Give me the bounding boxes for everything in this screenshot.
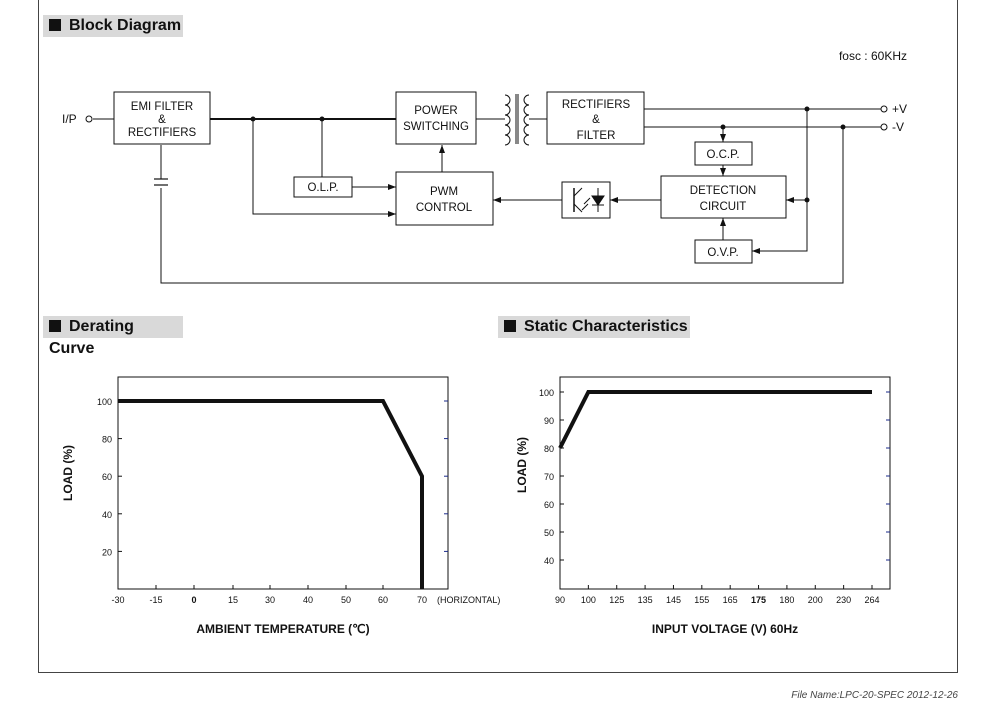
x-tick-label: 125 xyxy=(609,595,624,605)
y-tick-label: 80 xyxy=(102,435,112,445)
input-label: I/P xyxy=(62,112,77,126)
ovp-box xyxy=(694,239,753,264)
detection-label-2: CIRCUIT xyxy=(700,201,747,213)
y-tick-label: 60 xyxy=(102,472,112,482)
power-switching-box xyxy=(395,91,477,145)
emi-label-1: EMI FILTER xyxy=(131,101,193,113)
y-tick-label: 100 xyxy=(97,397,112,407)
x-tick-label: 50 xyxy=(341,595,351,605)
y-tick-label: 20 xyxy=(102,547,112,557)
x-tick-label: 264 xyxy=(864,595,879,605)
series-line xyxy=(558,390,872,449)
y-axis-label: LOAD (%) xyxy=(61,445,75,501)
square-bullet-icon xyxy=(49,320,61,332)
rectifiers-filter-box xyxy=(546,91,645,145)
y-axis-label: LOAD (%) xyxy=(515,437,529,493)
pwm-label-2: CONTROL xyxy=(416,202,473,214)
x-tick-label: 0 xyxy=(191,595,196,605)
series-line xyxy=(118,399,424,589)
olp-label: O.L.P. xyxy=(307,182,338,194)
rect-label-2: & xyxy=(592,114,600,126)
x-tick-label: 135 xyxy=(638,595,653,605)
ocp-box xyxy=(694,141,753,166)
x-tick-label: 40 xyxy=(303,595,313,605)
x-tick-label: 15 xyxy=(228,595,238,605)
section-title: Derating Curve xyxy=(49,318,134,357)
x-tick-label: 100 xyxy=(581,595,596,605)
section-title: Block Diagram xyxy=(69,17,182,34)
square-bullet-icon xyxy=(49,19,61,31)
x-tick-label: 200 xyxy=(808,595,823,605)
x-tick-label: 165 xyxy=(723,595,738,605)
page-frame xyxy=(38,0,958,673)
y-tick-label: 60 xyxy=(544,500,554,510)
section-title: Static Characteristics xyxy=(524,318,688,335)
rect-label-1: RECTIFIERS xyxy=(562,99,631,111)
emi-label-3: RECTIFIERS xyxy=(128,127,197,139)
x-axis-label: INPUT VOLTAGE (V) 60Hz xyxy=(652,622,798,636)
fosc-label: fosc : 60KHz xyxy=(839,49,907,63)
x-tick-label: 145 xyxy=(666,595,681,605)
emi-filter-box xyxy=(113,91,211,145)
x-tick-label: 230 xyxy=(836,595,851,605)
y-tick-label: 40 xyxy=(544,556,554,566)
ocp-label: O.C.P. xyxy=(706,149,739,161)
derating-curve-chart: 20 40 60 80 100 -30 -15 0 15 30 40 50 60 70 (HORIZONTA… xyxy=(61,376,500,636)
detection-label-1: DETECTION xyxy=(690,185,756,197)
y-tick-label: 40 xyxy=(102,510,112,520)
y-tick-label: 90 xyxy=(544,416,554,426)
x-tick-label: -30 xyxy=(111,595,124,605)
transformer-icon xyxy=(504,94,530,146)
y-tick-label: 50 xyxy=(544,528,554,538)
pwm-control-box xyxy=(395,171,494,226)
x-tick-label: -15 xyxy=(149,595,162,605)
x-tick-label: 175 xyxy=(751,595,766,605)
positive-output-terminal-icon xyxy=(880,105,888,113)
y-tick-label: 80 xyxy=(544,444,554,454)
section-header-block-diagram: Block Diagram xyxy=(43,15,183,37)
section-header-derating-curve: Derating Curve xyxy=(43,316,183,357)
file-name-footer: File Name:LPC-20-SPEC 2012-12-26 xyxy=(791,690,958,701)
y-tick-label: 100 xyxy=(539,388,554,398)
out-neg-label: -V xyxy=(892,120,904,134)
x-tick-label: 70 xyxy=(417,595,427,605)
plot-area xyxy=(559,376,891,590)
input-terminal-icon xyxy=(85,115,93,123)
x-tick-label: 60 xyxy=(378,595,388,605)
olp-box xyxy=(293,176,353,198)
x-tick-label: 90 xyxy=(555,595,565,605)
plot-area xyxy=(117,376,449,590)
rect-label-3: FILTER xyxy=(577,130,616,142)
x-axis-label: AMBIENT TEMPERATURE (℃) xyxy=(196,622,369,636)
optocoupler-icon xyxy=(561,181,611,219)
block-diagram: EMI FILTER & RECTIFIERS POWER SWITCHING … xyxy=(62,49,907,284)
section-header-static-characteristics: Static Characteristics xyxy=(498,316,690,338)
y-tick-label: 70 xyxy=(544,472,554,482)
detection-circuit-box xyxy=(660,175,787,219)
negative-output-terminal-icon xyxy=(880,123,888,131)
x-tick-label: 155 xyxy=(694,595,709,605)
x-tick-label: 30 xyxy=(265,595,275,605)
static-characteristics-chart: 40 50 60 70 80 90 100 90 100 125 135 145 155 165 175 18… xyxy=(515,376,891,636)
x-axis-extra-label: (HORIZONTAL) xyxy=(437,595,500,605)
emi-label-2: & xyxy=(158,114,166,126)
x-tick-label: 180 xyxy=(779,595,794,605)
square-bullet-icon xyxy=(504,320,516,332)
power-label-2: SWITCHING xyxy=(403,121,469,133)
ovp-label: O.V.P. xyxy=(707,247,738,259)
pwm-label-1: PWM xyxy=(430,186,458,198)
power-label-1: POWER xyxy=(414,105,457,117)
out-pos-label: +V xyxy=(892,102,907,116)
